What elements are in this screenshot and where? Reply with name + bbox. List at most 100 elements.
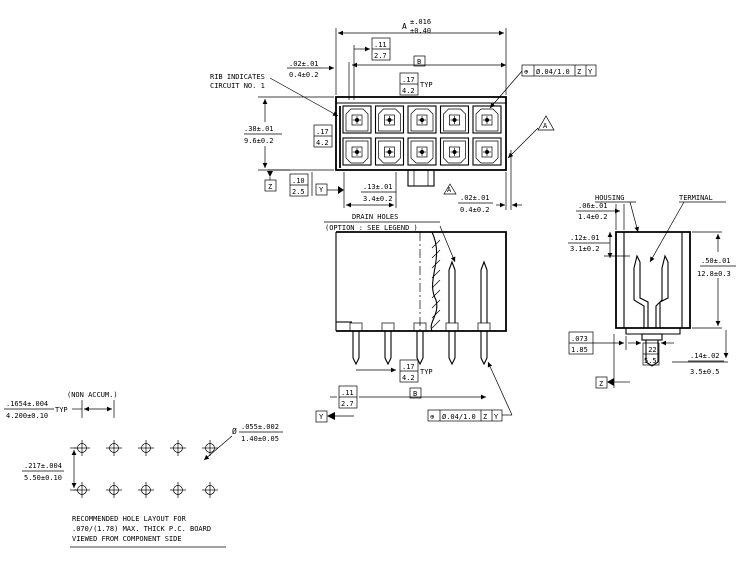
top-offset-lower: 0.4±0.2 [289,71,319,79]
hatch-line [431,239,441,249]
top-pitch-box-lower: 2.7 [374,52,387,60]
pcb-hole [106,482,122,498]
svg-text:B: B [417,58,421,66]
cavity [407,105,437,134]
top-datum-y [315,183,328,196]
hatch-line [431,279,441,289]
svg-text:4.2: 4.2 [402,87,415,95]
cavity [374,105,405,134]
top-right-upper: .02±.01 [460,194,490,202]
front-pin [445,260,459,366]
cavity [472,105,502,134]
top-view: A ±.016 ±0.40 .11 2.7 .02±.01 0.4±0.2 B … [210,18,597,214]
cavity [472,137,502,166]
bottom-flag [443,183,457,195]
drain-option-label: (OPTION : SEE LEGEND ) [325,224,418,232]
pcb-hole [106,440,122,456]
top-lower-lower: 3.4±0.2 [363,195,393,203]
cavity [439,105,470,134]
front-pin [349,322,363,366]
svg-text:1.4±0.2: 1.4±0.2 [578,213,608,221]
svg-text:Z: Z [268,183,272,191]
front-datum-b [409,387,422,399]
svg-text:A: A [543,122,548,130]
svg-text:2.5: 2.5 [292,188,305,196]
side-view: HOUSING TERMINAL .06±.01 1.4±0.2 .12±.01 [568,194,736,389]
housing-label: HOUSING [595,194,625,202]
hatch-line [431,299,441,309]
top-position-frame [521,64,597,77]
front-view: DRAIN HOLES (OPTION : SEE LEGEND ) .17 4… [315,213,513,423]
svg-text:Ø.04/1.0: Ø.04/1.0 [536,68,570,76]
side-height-lower: 12.8±0.3 [697,270,731,278]
svg-text:Z: Z [483,413,487,421]
top-offset-upper: .02±.01 [289,60,319,68]
pcb-hole [138,482,154,498]
latch-tab [407,169,435,187]
top-datum-z [264,179,277,192]
hole-row-pitch-lower: 5.50±0.10 [24,474,62,482]
svg-text:1.85: 1.85 [571,346,588,354]
top-datum-b [413,55,426,67]
cutaway-break [430,231,438,332]
pcb-hole [138,440,154,456]
hatch-line [431,309,441,319]
side-terminal-right [655,268,663,328]
side-terminal-left [633,268,645,328]
svg-text:.06±.01: .06±.01 [578,202,608,210]
pcb-hole [74,482,90,498]
svg-text:Z: Z [577,68,581,76]
drain-holes-label: DRAIN HOLES [352,213,398,221]
hole-dia-prefix: Ø [232,426,237,436]
svg-text:Ø.04/1.0: Ø.04/1.0 [442,413,476,421]
top-flag-a [537,115,555,131]
svg-text:2.7: 2.7 [341,400,354,408]
svg-text:.22: .22 [644,346,657,354]
top-height-upper: .38±.01 [244,125,274,133]
hole-grid [74,440,218,498]
svg-text:5.5: 5.5 [644,357,657,365]
hatch-line [431,289,441,299]
hole-note-line2: .070/(1.78) MAX. THICK P.C. BOARD [72,525,211,533]
cutaway-hatch [431,239,441,329]
top-pitch-typ-suffix: TYP [420,81,433,89]
pcb-hole [74,440,90,456]
hatch-line [431,259,441,269]
pcb-hole [170,482,186,498]
pcb-hole [202,482,218,498]
cavity [374,137,405,166]
overall-dim-tol-lower: ±0.40 [410,27,431,35]
non-accum-label: (NON ACCUM.) [67,391,118,399]
svg-text:.17: .17 [402,363,415,371]
hatch-line [431,249,441,259]
hole-note-line3: VIEWED FROM COMPONENT SIDE [72,535,182,543]
svg-text:3.1±0.2: 3.1±0.2 [570,245,600,253]
front-datum-y [315,410,328,423]
cavity [342,137,372,166]
hole-note-line1: RECOMMENDED HOLE LAYOUT FOR [72,515,187,523]
rib-note-line2: CIRCUIT NO. 1 [210,82,265,90]
hole-layout: (NON ACCUM.) .1654±.004 4.200±0.10 TYP .… [4,391,283,548]
svg-text:.17: .17 [402,76,415,84]
svg-text:4.2: 4.2 [316,139,329,147]
cavity [439,137,470,166]
svg-text:.11: .11 [341,389,354,397]
front-pin [381,322,395,366]
pcb-hole [202,440,218,456]
hole-dia-upper: .055±.002 [241,423,279,431]
top-right-lower: 0.4±0.2 [460,206,490,214]
svg-text:Y: Y [319,413,324,421]
top-pitch-box-upper: .11 [374,41,387,49]
hatch-line [431,319,441,329]
svg-text:⊕: ⊕ [430,413,435,421]
pcb-hole [170,440,186,456]
front-pins [349,260,491,366]
front-pitch-typ-suffix: TYP [420,368,433,376]
hatch-line [431,269,441,279]
cavity [342,105,372,134]
svg-text:⊕: ⊕ [524,68,529,76]
side-housing-outline [615,231,691,329]
front-position-frame [427,409,503,422]
svg-text:.073: .073 [571,335,588,343]
